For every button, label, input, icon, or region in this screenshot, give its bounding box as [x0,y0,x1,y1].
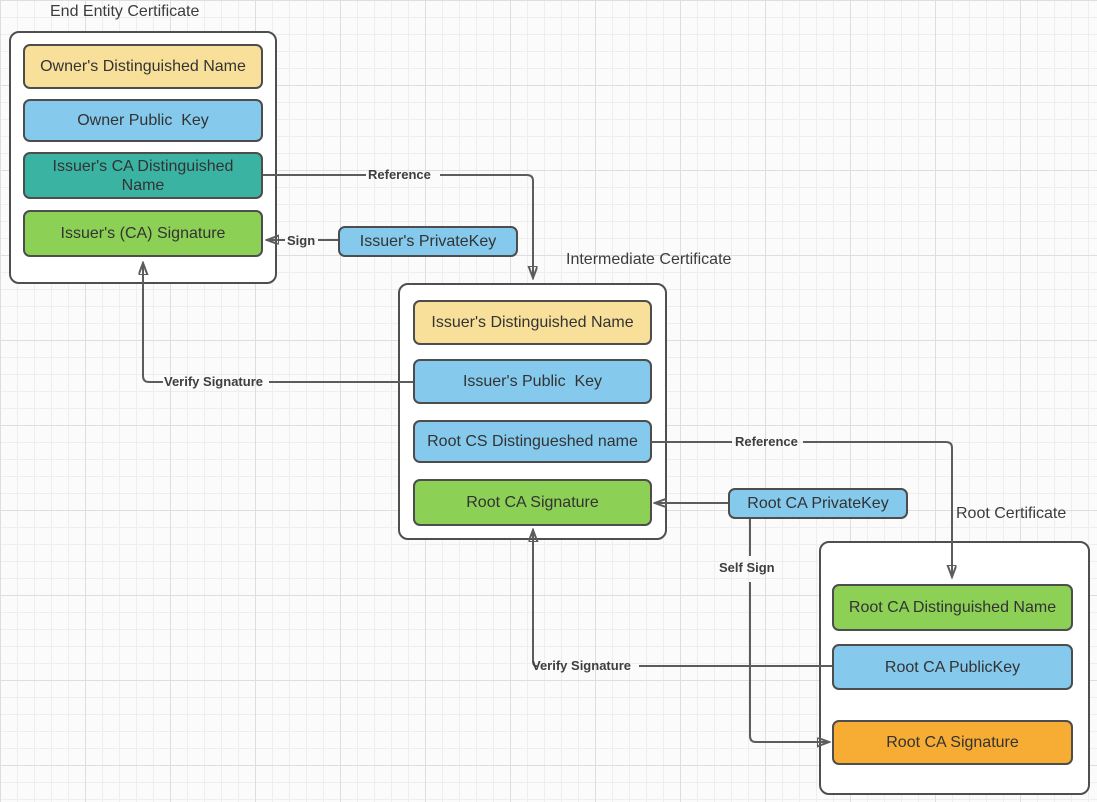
reference-label-1: Reference [368,167,431,182]
field-label: Owner Public Key [77,112,209,129]
field-label: Issuer's CA Distinguished Name [52,157,234,194]
field-owners-distinguished-name: Owner's Distinguished Name [23,44,263,89]
root-ca-private-key-box: Root CA PrivateKey [728,488,908,519]
field-issuers-ca-signature: Issuer's (CA) Signature [23,210,263,257]
field-root-ca-signature: Root CA Signature [832,720,1073,765]
field-label: Issuer's PrivateKey [359,233,497,250]
reference-label-2: Reference [735,434,798,449]
field-issuers-distinguished-name: Issuer's Distinguished Name [413,300,652,345]
field-label: Issuer's (CA) Signature [60,225,226,242]
field-root-ca-distinguished-name: Root CA Distinguished Name [832,584,1073,631]
field-label: Root CA PrivateKey [747,495,889,512]
field-label: Root CS Distingueshed name [427,433,638,450]
field-label: Root CA Signature [886,734,1019,751]
field-issuers-ca-distinguished-name: Issuer's CA Distinguished Name [23,152,263,199]
field-root-cs-distingueshed-name: Root CS Distingueshed name [413,420,652,463]
field-root-ca-signature-intermediate: Root CA Signature [413,479,652,526]
field-label: Root CA Signature [466,494,599,511]
field-root-ca-public-key: Root CA PublicKey [832,644,1073,690]
self-sign-label: Self Sign [719,560,775,575]
field-label: Root CA PublicKey [884,658,1021,676]
verify-signature-label-1: Verify Signature [164,374,263,389]
end-entity-certificate-title: End Entity Certificate [50,3,200,20]
root-certificate-title: Root Certificate [956,505,1067,522]
field-label: Root CA Distinguished Name [848,599,1057,616]
field-label: Owner's Distinguished Name [40,58,246,75]
verify-signature-arrow-root-to-intermediate [533,531,832,667]
field-label: Issuer's Public Key [462,373,603,390]
self-sign-arrow [749,519,828,742]
issuers-private-key-box: Issuer's PrivateKey [338,226,518,257]
verify-signature-label-2: Verify Signature [532,658,631,673]
field-label: Issuer's Distinguished Name [431,314,634,331]
sign-label: Sign [287,233,316,248]
field-owner-public-key: Owner Public Key [23,99,263,142]
intermediate-certificate-title: Intermediate Certificate [566,251,732,268]
field-issuers-public-key: Issuer's Public Key [413,359,652,404]
